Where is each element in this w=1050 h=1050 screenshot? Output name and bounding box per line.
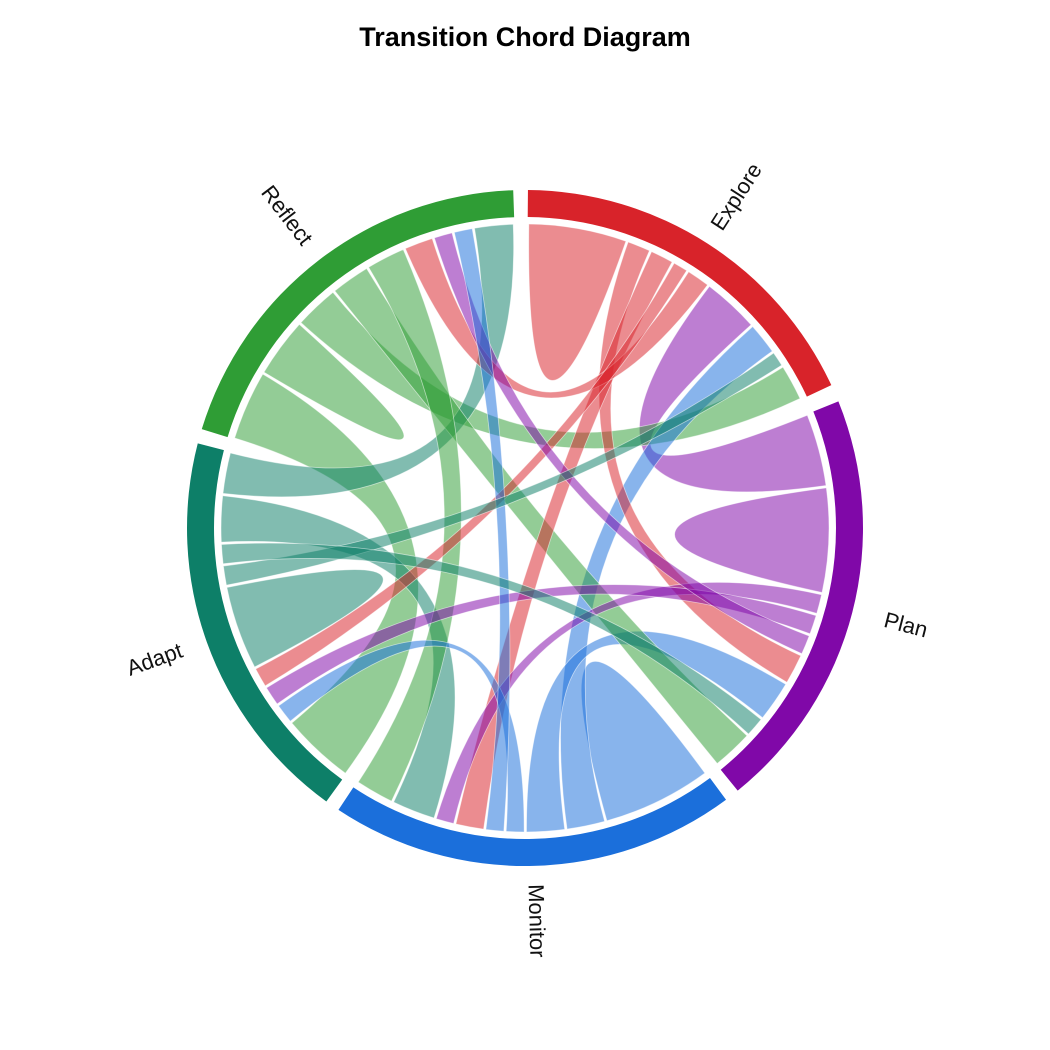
node-label-adapt: Adapt [123,638,186,681]
node-label-monitor: Monitor [524,884,551,958]
ribbon-monitor-to-plan [526,630,787,833]
arc-segment-explore [527,190,832,397]
arc-segment-reflect [201,190,515,438]
ribbon-reflect-to-reflect [263,323,405,441]
chart-title: Transition Chord Diagram [359,22,691,52]
ribbon-adapt-to-reflect [222,223,515,498]
ribbons-layer [220,223,830,833]
ribbon-plan-to-reflect [433,232,810,655]
ribbon-explore-to-adapt [255,262,688,687]
node-label-reflect: Reflect [256,180,318,250]
ribbon-reflect-to-monitor [357,248,462,802]
ribbon-adapt-to-adapt [226,569,384,668]
arcs-layer [187,190,864,866]
node-label-plan: Plan [881,607,930,642]
arc-segment-monitor [338,778,727,866]
arc-segment-adapt [187,443,343,802]
ribbon-explore-to-explore [528,223,627,381]
ribbon-adapt-to-plan [221,542,762,735]
ribbon-plan-to-plan [674,487,830,593]
arc-segment-plan [720,401,864,791]
node-label-explore: Explore [705,158,766,234]
